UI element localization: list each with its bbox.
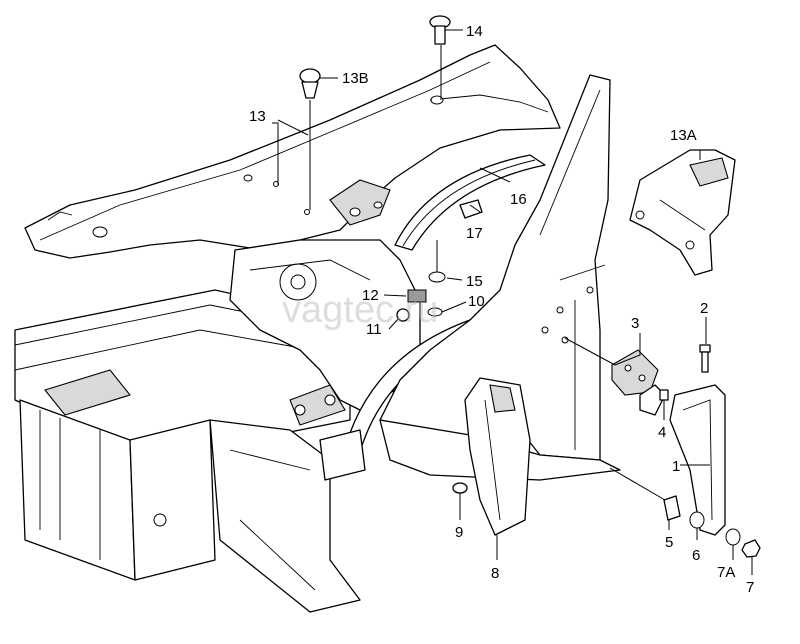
callout-17: 17: [466, 225, 483, 242]
callout-3: 3: [631, 315, 639, 332]
callout-6: 6: [692, 547, 700, 564]
callout-2: 2: [700, 300, 708, 317]
callout-14: 14: [466, 23, 483, 40]
callout-9: 9: [455, 524, 463, 541]
upper-wheelhouse-panel: [24, 44, 561, 259]
front-end-frame-structure: [14, 74, 621, 613]
callout-11: 11: [366, 321, 382, 338]
callout-12: 12: [362, 287, 379, 304]
front-splash-guard: [464, 377, 531, 536]
callout-5: 5: [665, 534, 673, 551]
callout-15: 15: [466, 273, 483, 290]
callout-13a: 13A: [670, 127, 697, 144]
callout-1: 1: [672, 458, 680, 475]
callout-10: 10: [468, 293, 485, 310]
wheel-arch-trim-strip: [394, 154, 546, 251]
callout-labels: 1 2 3 4 5 6 7 7A 8 9 10 11 12 13 13A 13B…: [249, 23, 754, 596]
callout-7a: 7A: [717, 564, 735, 581]
callout-4: 4: [658, 424, 666, 441]
callout-13b: 13B: [342, 70, 369, 87]
callout-16: 16: [510, 191, 527, 208]
watermark: vagtec.ru: [282, 289, 438, 331]
bracket-13a: [629, 149, 736, 276]
fender-end-piece: [669, 384, 726, 536]
leader-lines: [272, 29, 753, 575]
callout-13: 13: [249, 108, 266, 125]
callout-8: 8: [491, 565, 499, 582]
mounting-bracket: [611, 349, 666, 416]
callout-7: 7: [746, 579, 754, 596]
